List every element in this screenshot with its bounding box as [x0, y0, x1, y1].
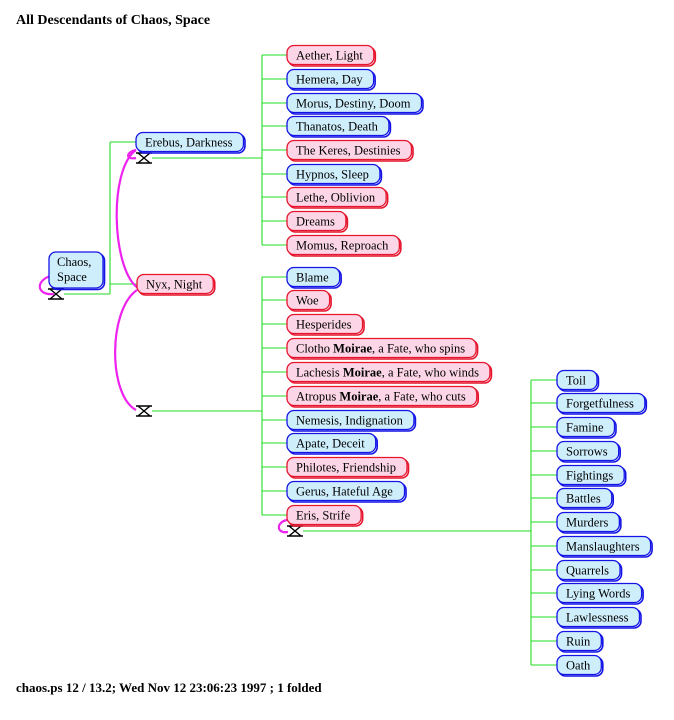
node-gerus-hateful-age-label: Gerus, Hateful Age — [296, 485, 393, 499]
status-footer: chaos.ps 12 / 13.2; Wed Nov 12 23:06:23 … — [16, 680, 322, 695]
node-hesperides: Hesperides — [286, 313, 365, 336]
node-momus-reproach-label: Momus, Reproach — [296, 239, 389, 253]
node-dreams: Dreams — [286, 210, 349, 233]
node-apate-deceit: Apate, Deceit — [286, 432, 379, 455]
node-blame: Blame — [286, 266, 342, 289]
node-the-keres-destinies: The Keres, Destinies — [286, 139, 414, 162]
node-nemesis-indignation-label: Nemesis, Indignation — [296, 414, 404, 428]
node-lethe-oblivion-label: Lethe, Oblivion — [296, 191, 376, 205]
node-eris-strife-label: Eris, Strife — [296, 509, 351, 523]
node-nyx-night: Nyx, Night — [136, 273, 216, 296]
node-hesperides-label: Hesperides — [296, 318, 352, 332]
node-forgetfulness: Forgetfulness — [556, 392, 648, 415]
node-philotes-friendship: Philotes, Friendship — [286, 456, 410, 479]
node-atropus-moirae-a-fate-who-cuts: Atropus Moirae, a Fate, who cuts — [286, 385, 480, 408]
connector-lines — [64, 54, 557, 666]
node-forgetfulness-label: Forgetfulness — [566, 397, 634, 411]
chaos-self-marriage-arc — [38, 274, 55, 296]
node-the-keres-destinies-label: The Keres, Destinies — [296, 144, 401, 158]
node-chaos-space-line-2: Space — [57, 270, 87, 284]
node-hypnos-sleep-label: Hypnos, Sleep — [296, 168, 369, 182]
node-woe-label: Woe — [296, 294, 319, 308]
diagram-title: All Descendants of Chaos, Space — [16, 13, 211, 28]
node-lawlessness: Lawlessness — [556, 606, 642, 629]
node-morus-destiny-doom-label: Morus, Destiny, Doom — [296, 97, 411, 111]
node-philotes-friendship-label: Philotes, Friendship — [296, 461, 396, 475]
node-manslaughters-label: Manslaughters — [566, 540, 640, 554]
node-sorrows: Sorrows — [556, 440, 621, 463]
node-eris-strife: Eris, Strife — [286, 504, 364, 527]
node-toil: Toil — [556, 369, 600, 392]
node-momus-reproach: Momus, Reproach — [286, 234, 402, 257]
node-murders-label: Murders — [566, 516, 608, 530]
marriage-links — [38, 148, 303, 537]
node-quarrels: Quarrels — [556, 559, 623, 582]
node-ruin-label: Ruin — [566, 635, 591, 649]
node-famine: Famine — [556, 416, 617, 439]
node-lying-words-label: Lying Words — [566, 587, 631, 601]
node-lachesis-moirae-a-fate-who-winds: Lachesis Moirae, a Fate, who winds — [286, 361, 493, 384]
node-erebus-darkness: Erebus, Darkness — [135, 131, 246, 154]
node-thanatos-death: Thanatos, Death — [286, 115, 392, 138]
node-nyx-night-label: Nyx, Night — [146, 278, 203, 292]
node-battles-label: Battles — [566, 492, 601, 506]
node-clotho-moirae-a-fate-who-spins: Clotho Moirae, a Fate, who spins — [286, 337, 479, 360]
node-gerus-hateful-age: Gerus, Hateful Age — [286, 480, 407, 503]
node-toil-label: Toil — [566, 374, 586, 388]
node-chaos-space-line-1: Chaos, — [57, 255, 91, 269]
node-apate-deceit-label: Apate, Deceit — [296, 437, 365, 451]
node-fightings-label: Fightings — [566, 469, 613, 483]
node-hypnos-sleep: Hypnos, Sleep — [286, 163, 383, 186]
node-lying-words: Lying Words — [556, 582, 644, 605]
node-oath: Oath — [556, 654, 604, 677]
node-manslaughters: Manslaughters — [556, 535, 653, 558]
eris-marriage-symbol — [287, 525, 303, 537]
node-lawlessness-label: Lawlessness — [566, 611, 629, 625]
node-thanatos-death-label: Thanatos, Death — [296, 120, 379, 134]
node-famine-label: Famine — [566, 421, 604, 435]
node-lethe-oblivion: Lethe, Oblivion — [286, 186, 389, 209]
node-atropus-moirae-a-fate-who-cuts-label: Atropus Moirae, a Fate, who cuts — [296, 390, 466, 404]
nyx-second-marriage-symbol — [136, 405, 152, 417]
node-blame-label: Blame — [296, 271, 329, 285]
node-ruin: Ruin — [556, 630, 604, 653]
node-sorrows-label: Sorrows — [566, 445, 608, 459]
node-murders: Murders — [556, 511, 622, 534]
node-aether-light: Aether, Light — [286, 44, 377, 67]
node-erebus-darkness-label: Erebus, Darkness — [145, 136, 233, 150]
node-nemesis-indignation: Nemesis, Indignation — [286, 409, 417, 432]
node-morus-destiny-doom: Morus, Destiny, Doom — [286, 92, 424, 115]
erebus-nyx-marriage-symbol — [136, 152, 152, 164]
node-dreams-label: Dreams — [296, 215, 335, 229]
node-aether-light-label: Aether, Light — [296, 49, 363, 63]
node-woe: Woe — [286, 289, 332, 312]
eris-marriage-arc — [277, 518, 289, 534]
node-fightings: Fightings — [556, 464, 627, 487]
erebus-nyx-marriage-arc — [115, 149, 139, 289]
node-hemera-day-label: Hemera, Day — [296, 73, 363, 87]
nyx-lower-arc — [114, 289, 138, 411]
node-quarrels-label: Quarrels — [566, 564, 609, 578]
node-chaos-space: Chaos,Space — [48, 251, 106, 291]
node-lachesis-moirae-a-fate-who-winds-label: Lachesis Moirae, a Fate, who winds — [296, 366, 479, 380]
node-battles: Battles — [556, 487, 615, 510]
node-hemera-day: Hemera, Day — [286, 68, 376, 91]
node-clotho-moirae-a-fate-who-spins-label: Clotho Moirae, a Fate, who spins — [296, 342, 465, 356]
node-oath-label: Oath — [566, 659, 591, 673]
